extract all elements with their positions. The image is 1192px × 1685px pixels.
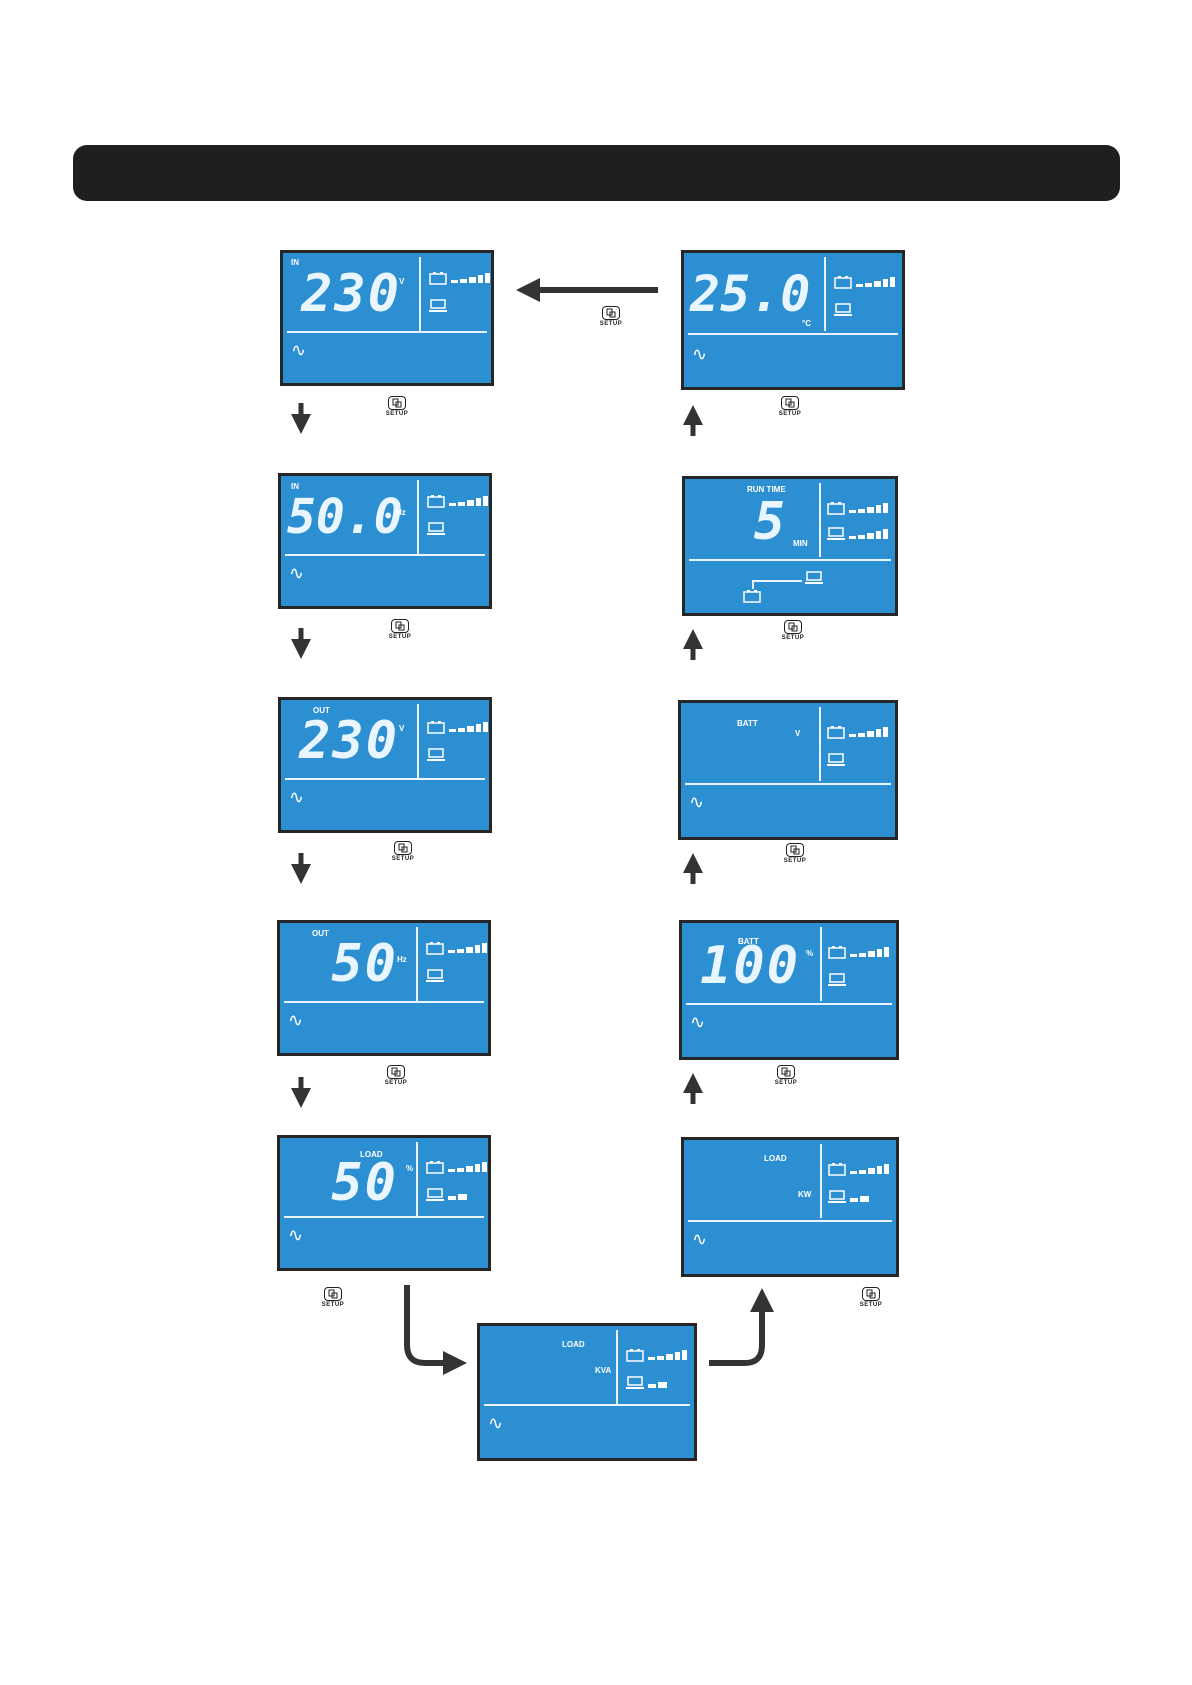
battery-level-bars <box>448 941 488 955</box>
battery-level-bars <box>451 271 491 285</box>
lcd-load-kva: LOAD KVA ∿ <box>477 1323 697 1461</box>
load-level-bars <box>849 527 889 541</box>
setup-button-icon: SETUP <box>779 620 807 650</box>
load-level-bars <box>448 1188 488 1202</box>
battery-icon <box>834 275 852 289</box>
setup-button-icon: SETUP <box>382 1065 410 1095</box>
battery-icon <box>827 501 845 515</box>
lcd-battery-voltage: BATT V ∿ <box>678 700 898 840</box>
battery-icon <box>429 271 447 285</box>
lcd-value: 5 <box>691 493 787 551</box>
battery-level-bars <box>448 1160 488 1174</box>
ac-wave-icon: ∿ <box>690 1013 705 1031</box>
lcd-unit: MIN <box>793 539 808 548</box>
load-level-bars <box>850 1190 890 1204</box>
lcd-unit: V <box>399 724 404 733</box>
load-icon <box>827 527 845 541</box>
lcd-value: 50.0 <box>287 488 399 546</box>
load-icon <box>805 571 823 585</box>
setup-button-icon: SETUP <box>857 1287 885 1317</box>
ac-wave-icon: ∿ <box>692 1230 707 1248</box>
lcd-value: 50 <box>286 1154 398 1212</box>
battery-icon <box>828 1162 846 1176</box>
battery-icon <box>626 1348 644 1362</box>
arrow-curve-up <box>709 1300 762 1363</box>
lcd-output-frequency: OUT 50 Hz ∿ <box>277 920 491 1056</box>
load-level-bars <box>648 1376 688 1390</box>
setup-button-icon: SETUP <box>386 619 414 649</box>
lcd-output-voltage: OUT 230 V ∿ <box>278 697 492 833</box>
lcd-run-time: RUN TIME 5 MIN <box>682 476 898 616</box>
setup-button-icon: SETUP <box>597 306 625 336</box>
battery-level-bars <box>648 1348 688 1362</box>
lcd-unit: % <box>406 1164 413 1173</box>
lcd-value: 230 <box>289 265 401 323</box>
lcd-load-kw: LOAD KW ∿ <box>681 1137 899 1277</box>
battery-level-bars <box>856 275 896 289</box>
lcd-temperature: 25.0 °C ∿ <box>681 250 905 390</box>
lcd-value: 100 <box>688 937 800 995</box>
lcd-unit: Hz <box>397 955 407 964</box>
load-icon <box>828 1190 846 1204</box>
lcd-value: 25.0 <box>690 265 802 323</box>
load-icon <box>427 522 445 536</box>
ac-wave-icon: ∿ <box>689 793 704 811</box>
ac-wave-icon: ∿ <box>289 788 304 806</box>
load-icon <box>427 748 445 762</box>
battery-icon <box>426 941 444 955</box>
lcd-label: LOAD <box>764 1154 787 1163</box>
lcd-unit: KVA <box>595 1366 611 1375</box>
battery-level-bars <box>449 494 489 508</box>
lcd-input-voltage: IN 230 V ∿ <box>280 250 494 386</box>
lcd-unit: V <box>399 277 404 286</box>
setup-button-icon: SETUP <box>389 841 417 871</box>
battery-icon <box>828 945 846 959</box>
lcd-unit: KW <box>798 1190 811 1199</box>
battery-level-bars <box>850 1162 890 1176</box>
load-icon <box>429 299 447 313</box>
flow-line <box>752 580 802 582</box>
setup-button-icon: SETUP <box>319 1287 347 1317</box>
setup-button-icon: SETUP <box>776 396 804 426</box>
header-bar <box>73 145 1120 201</box>
battery-level-bars <box>449 720 489 734</box>
setup-button-icon: SETUP <box>781 843 809 873</box>
load-icon <box>626 1376 644 1390</box>
lcd-unit: % <box>806 949 813 958</box>
lcd-unit: V <box>795 729 800 738</box>
battery-icon <box>426 1160 444 1174</box>
lcd-label: BATT <box>737 719 758 728</box>
battery-level-bars <box>850 945 890 959</box>
lcd-unit: Hz <box>396 508 406 517</box>
battery-level-bars <box>849 725 889 739</box>
battery-icon <box>427 720 445 734</box>
lcd-unit: °C <box>802 319 811 328</box>
battery-icon <box>427 494 445 508</box>
ac-wave-icon: ∿ <box>488 1414 503 1432</box>
lcd-load-percent: LOAD 50 % ∿ <box>277 1135 491 1271</box>
battery-level-bars <box>849 501 889 515</box>
ac-wave-icon: ∿ <box>692 345 707 363</box>
load-icon <box>827 753 845 767</box>
setup-button-icon: SETUP <box>772 1065 800 1095</box>
load-icon <box>834 303 852 317</box>
battery-icon <box>827 725 845 739</box>
ac-wave-icon: ∿ <box>289 564 304 582</box>
lcd-battery-percent: BATT 100 % ∿ <box>679 920 899 1060</box>
arrow-curve-right <box>407 1285 455 1363</box>
load-icon <box>426 1188 444 1202</box>
load-icon <box>828 973 846 987</box>
lcd-label: LOAD <box>562 1340 585 1349</box>
ac-wave-icon: ∿ <box>288 1011 303 1029</box>
lcd-value: 230 <box>287 712 399 770</box>
lcd-value: 50 <box>286 935 398 993</box>
setup-button-icon: SETUP <box>383 396 411 426</box>
ac-wave-icon: ∿ <box>288 1226 303 1244</box>
ac-wave-icon: ∿ <box>291 341 306 359</box>
load-icon <box>426 969 444 983</box>
battery-icon <box>743 589 761 603</box>
lcd-input-frequency: IN 50.0 Hz ∿ <box>278 473 492 609</box>
